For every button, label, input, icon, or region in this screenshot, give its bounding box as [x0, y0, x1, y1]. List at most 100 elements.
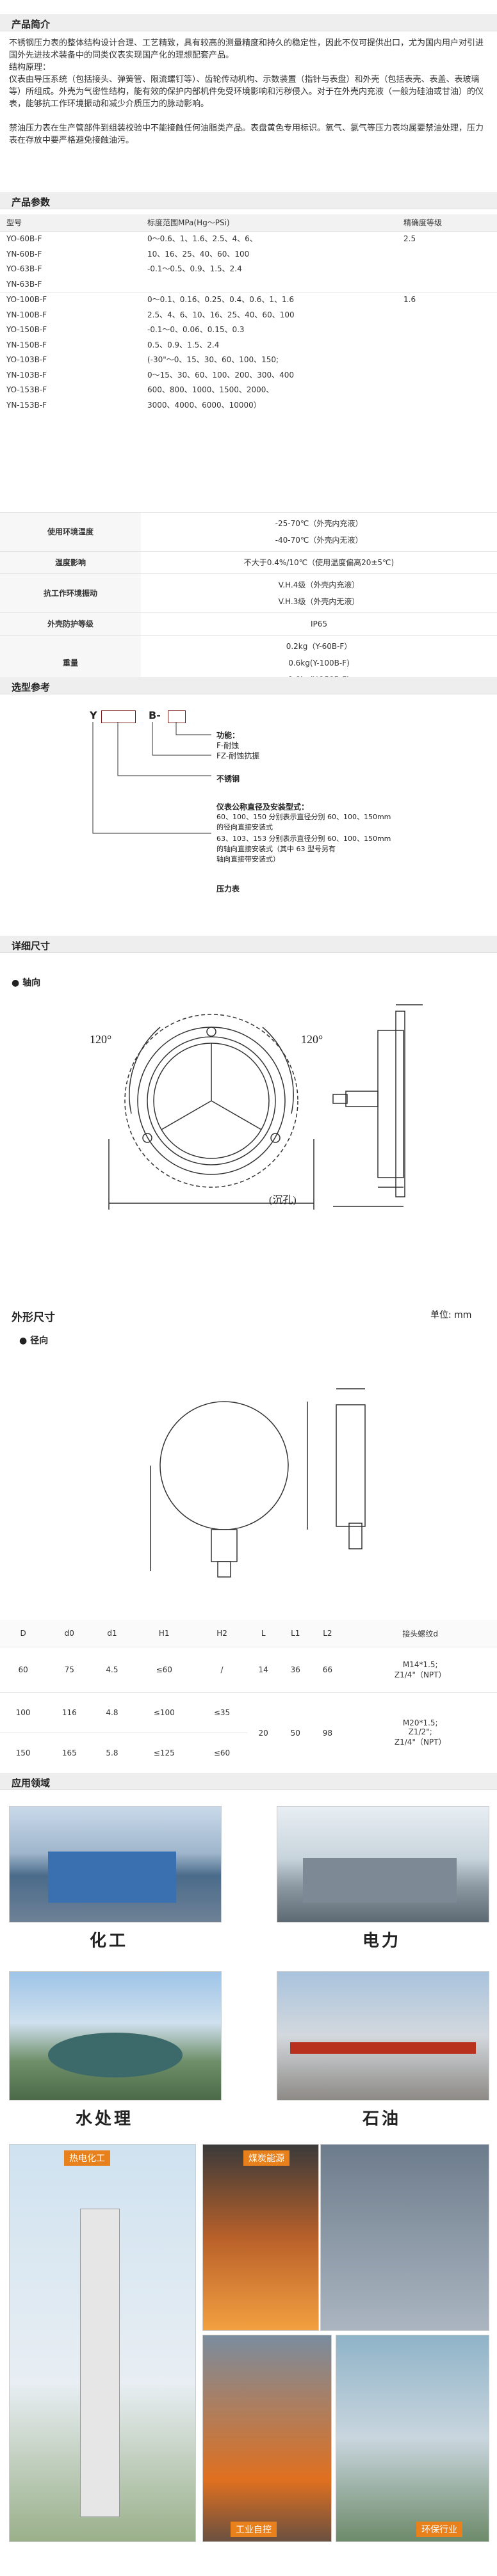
power-photo [277, 1806, 489, 1923]
model: YO-63B-F [6, 264, 42, 273]
dim-col: H1 [131, 1620, 197, 1647]
outline-title: 外形尺寸 [12, 1311, 55, 1324]
model: YN-153B-F [6, 400, 47, 410]
params-col-grade: 精确度等级 [397, 214, 497, 232]
dim-col: L1 [279, 1620, 312, 1647]
app-caption: 化工 [90, 1932, 129, 1951]
dim-cell: 150 [0, 1732, 47, 1773]
params-row: YO-100B-F YN-100B-F YO-150B-F YN-150B-F … [0, 292, 497, 413]
range: 0～0.1、0.16、0.25、0.4、0.6、1、1.6 [147, 295, 295, 304]
dim-cell: 36 [279, 1647, 312, 1693]
dimension-table: D d0 d1 H1 H2 L L1 L2 接头螺纹d 60 75 4.5 ≤6… [0, 1620, 497, 1773]
hole-label: (沉孔) [269, 1194, 297, 1206]
env-value-line: 0.2kg（Y-60B-F） [286, 642, 352, 651]
dim-cell: 20 [247, 1692, 280, 1773]
env-value: IP65 [141, 612, 497, 636]
dim-cell: 50 [279, 1692, 312, 1773]
app-tag: 环保行业 [416, 2522, 462, 2537]
app-caption: 水处理 [76, 2109, 134, 2129]
stainless-label: 不锈钢 [216, 774, 240, 783]
dim-cell: 60 [0, 1647, 47, 1693]
app-caption: 石油 [363, 2109, 402, 2129]
range: (-30"～0、15、30、60、100、150; [147, 355, 279, 364]
params-grade: 2.5 [397, 231, 497, 292]
env-value-line: IP65 [310, 620, 328, 628]
env-value-line: V.H.3级（外壳内无液） [278, 597, 360, 606]
params-col-range: 标度范围MPa(Hg～PSi) [141, 214, 397, 232]
mount-line: 的轴向直接安装式（其中 63 型号另有 [216, 845, 336, 853]
dimensions-header: 详细尺寸 [0, 936, 497, 953]
model: YN-150B-F [6, 340, 47, 349]
env-value-line: 0.6kg(Y-100B-F) [288, 659, 350, 668]
params-ranges: 0～0.1、0.16、0.25、0.4、0.6、1、1.6 2.5、4、6、10… [141, 292, 397, 413]
diameter-box [101, 710, 136, 723]
dim-cell: 116 [46, 1692, 93, 1733]
env-row: 使用环境温度 -25-70℃（外壳内充液）-40-70℃（外壳内无液） [0, 512, 497, 552]
industry-photo-1 [320, 2144, 489, 2331]
mount-line: 60、100、150 分别表示直径分别 60、100、150mm [216, 813, 391, 821]
range: 600、800、1000、1500、2000、 [147, 385, 274, 394]
model: YO-150B-F [6, 325, 47, 334]
axial-label: ● 轴向 [12, 978, 41, 988]
range: 2.5、4、6、10、16、25、40、60、100 [147, 310, 295, 319]
dimension-header-row: D d0 d1 H1 H2 L L1 L2 接头螺纹d [0, 1620, 497, 1647]
axial-drawing: 120° 120° (沉孔) [90, 1004, 423, 1210]
dim-cell: 14 [247, 1647, 280, 1693]
params-title: 产品参数 [12, 196, 51, 208]
axial-text: 轴向 [22, 978, 41, 988]
mount-title: 仪表公称直径及安装型式： [216, 803, 309, 812]
model-prefix: Y [90, 709, 97, 721]
range: 0.5、0.9、1.5、2.4 [147, 340, 220, 349]
params-grade: 1.6 [397, 292, 497, 413]
environment-photo [336, 2335, 489, 2542]
intro-paragraph: 仪表由导压系统（包括接头、弹簧管、限流螺钉等）、齿轮传动机构、示数装置（指针与表… [9, 75, 484, 109]
dim-col: D [0, 1620, 47, 1647]
intro-header: 产品简介 [0, 14, 497, 31]
app-tag: 煤炭能源 [243, 2150, 289, 2166]
dim-cell: ≤60 [196, 1732, 248, 1773]
apps-title: 应用领域 [12, 1777, 51, 1789]
model: YN-100B-F [6, 310, 47, 319]
radial-text: 径向 [30, 1336, 49, 1346]
env-value-line: -40-70℃（外壳内无液） [275, 536, 363, 545]
env-key: 外壳防护等级 [0, 612, 141, 636]
unit-label: 单位: mm [430, 1310, 472, 1320]
dim-cell: 165 [46, 1732, 93, 1773]
env-row: 外壳防护等级 IP65 [0, 612, 497, 636]
angle-right: 120° [301, 1033, 323, 1046]
chemical-photo [9, 1806, 222, 1923]
dimensions-title: 详细尺寸 [12, 940, 51, 952]
env-value: V.H.4级（外壳内充液）V.H.3级（外壳内无液） [141, 573, 497, 613]
function-label: 功能： [216, 731, 240, 740]
dim-col: d1 [92, 1620, 132, 1647]
dim-cell: 5.8 [92, 1732, 132, 1773]
radial-drawing [150, 1388, 366, 1578]
params-row: YO-60B-F YN-60B-F YO-63B-F YN-63B-F 0～0.… [0, 231, 497, 292]
dim-col: H2 [196, 1620, 248, 1647]
dim-cell: M20*1.5; Z1/2"; Z1/4"（NPT） [343, 1692, 497, 1773]
model: YN-63B-F [6, 279, 42, 289]
range: 10、16、25、40、60、100 [147, 249, 250, 259]
dim-cell: 75 [46, 1647, 93, 1693]
dimension-row: 100 116 4.8 ≤100 ≤35 20 50 98 M20*1.5; Z… [0, 1692, 497, 1773]
range: 0～0.6、1、1.6、2.5、4、6、 [147, 234, 257, 243]
dim-cell: ≤35 [196, 1692, 248, 1733]
dimension-row: 60 75 4.5 ≤60 / 14 36 66 M14*1.5; Z1/4"（… [0, 1647, 497, 1693]
dim-cell: / [196, 1647, 248, 1693]
params-ranges: 0～0.6、1、1.6、2.5、4、6、 10、16、25、40、60、100 … [141, 231, 397, 292]
intro-paragraph: 禁油压力表在生产管部件到组装校验中不能接触任何油脂类产品。表盘黄色专用标识。氧气… [9, 124, 484, 145]
env-value: 不大于0.4%/10℃（使用温度偏离20±5℃) [141, 551, 497, 574]
env-table: 使用环境温度 -25-70℃（外壳内充液）-40-70℃（外壳内无液） 温度影响… [0, 512, 497, 691]
dim-cell: 4.5 [92, 1647, 132, 1693]
function-fz: FZ-耐蚀抗振 [216, 751, 260, 760]
mount-line: 63、103、153 分别表示直径分别 60、100、150mm [216, 835, 391, 843]
range: -0.1～0、0.06、0.15、0.3 [147, 325, 245, 334]
dim-cell: 98 [311, 1692, 344, 1773]
gauge-label: 压力表 [216, 884, 240, 893]
coal-photo [202, 2144, 319, 2331]
dim-cell: ≤60 [131, 1647, 197, 1693]
env-value: -25-70℃（外壳内充液）-40-70℃（外壳内无液） [141, 512, 497, 552]
mount-line: 轴向直接带安装式） [216, 855, 280, 863]
range: -0.1～0.5、0.9、1.5、2.4 [147, 264, 242, 273]
